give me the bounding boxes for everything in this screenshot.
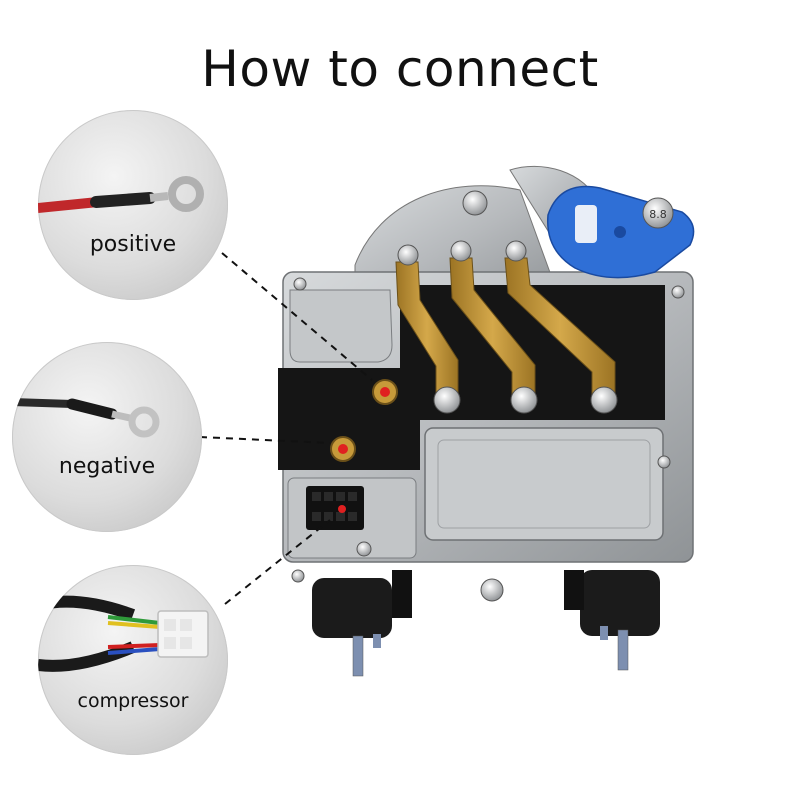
compressor-connector xyxy=(306,486,364,530)
page-title: How to connect xyxy=(201,40,599,98)
leader-lines xyxy=(199,252,373,605)
callout-positive: positive xyxy=(38,110,228,300)
bottom-feet xyxy=(312,570,660,677)
callout-negative: negative xyxy=(12,342,202,532)
leader-negative xyxy=(199,436,331,444)
leader-compressor xyxy=(224,519,331,605)
callout-compressor: compressor xyxy=(38,565,228,755)
label-compressor: compressor xyxy=(77,690,189,712)
negative-terminal xyxy=(330,436,356,462)
blue-cap: 8.8 xyxy=(462,185,695,279)
compressor-harness-image xyxy=(38,595,209,672)
mounting-bolts xyxy=(291,277,685,602)
leader-positive xyxy=(221,252,373,381)
positive-terminal xyxy=(372,379,398,405)
bolt-grade-label: 8.8 xyxy=(649,208,667,221)
positive-wire-image xyxy=(38,176,204,213)
busbars xyxy=(395,240,618,414)
label-negative: negative xyxy=(58,454,156,479)
label-positive: positive xyxy=(89,232,177,257)
negative-wire-image xyxy=(12,398,160,438)
